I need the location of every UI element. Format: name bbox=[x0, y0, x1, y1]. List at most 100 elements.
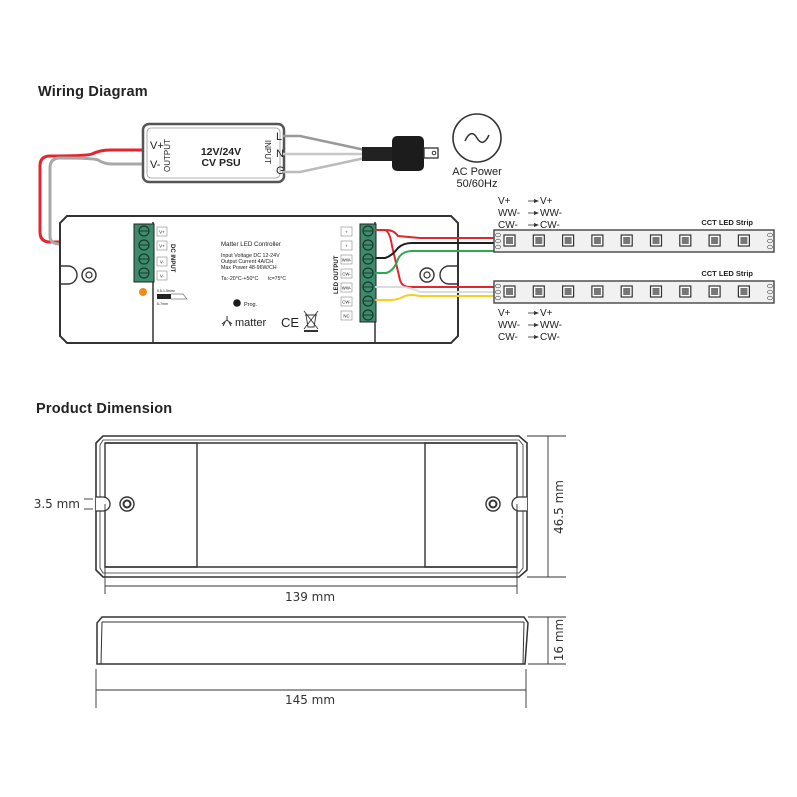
led-chip-icon bbox=[708, 285, 721, 298]
terminal-screw-icon bbox=[362, 267, 374, 279]
terminal-screw-icon bbox=[362, 309, 374, 321]
led-chip-icon bbox=[737, 234, 751, 247]
ac-plug-icon bbox=[392, 136, 439, 171]
strip-map-source: V+ bbox=[498, 196, 511, 207]
strip-map-target: CW- bbox=[540, 332, 560, 343]
led-chip-icon bbox=[503, 234, 516, 247]
strip-map-source: CW- bbox=[498, 332, 518, 343]
svg-text:+: + bbox=[345, 230, 348, 235]
dc-input-terminal-label: V- bbox=[156, 270, 168, 281]
terminal-screw-icon bbox=[138, 253, 150, 265]
controller-temp-range: Ta:-20°C-+50°C bbox=[221, 276, 259, 282]
led-chip-icon bbox=[591, 234, 604, 247]
svg-text:+: + bbox=[345, 244, 348, 249]
led-chip-icon bbox=[591, 285, 604, 298]
dim-hole-label: 3.5 mm bbox=[34, 497, 80, 511]
strip-map-source: WW- bbox=[498, 208, 520, 219]
prog-button[interactable] bbox=[233, 299, 241, 307]
psu-box: V+ V- OUTPUT 12V/24V CV PSU INPUT L N G bbox=[141, 122, 286, 184]
strip-map-source: V+ bbox=[498, 308, 511, 319]
psu-title-line1: 12V/24V bbox=[201, 146, 241, 158]
svg-text:CW-: CW- bbox=[342, 300, 351, 305]
led-chip-icon bbox=[561, 234, 575, 247]
weee-bin-icon bbox=[303, 310, 319, 332]
input-terminal-block bbox=[133, 223, 155, 283]
psu-L-label: L bbox=[276, 131, 282, 143]
dim-thickness-label: 16 mm bbox=[552, 619, 566, 661]
led-chip-icon bbox=[620, 234, 633, 247]
ce-mark: CE bbox=[281, 315, 299, 330]
gauge-bottom-label: 6-7mm bbox=[157, 302, 168, 306]
psu-output-label: OUTPUT bbox=[163, 139, 172, 172]
led-output-label: LED OUTPUT bbox=[334, 255, 340, 294]
dimension-side-view bbox=[95, 616, 566, 708]
led-output-terminal-label: WW- bbox=[340, 254, 353, 265]
terminal-screw-icon bbox=[362, 239, 374, 251]
svg-text:WW-: WW- bbox=[342, 258, 352, 263]
dim-height-label: 46.5 mm bbox=[552, 480, 566, 534]
psu-N-label: N bbox=[276, 148, 284, 160]
ac-power-label-line2: 50/60Hz bbox=[457, 178, 498, 190]
matter-logo-icon bbox=[221, 316, 233, 327]
led-chip-icon bbox=[532, 234, 545, 247]
led-chip-icon bbox=[708, 234, 721, 247]
strip-label: CCT LED Strip bbox=[701, 269, 753, 278]
led-output-terminal-label: CW- bbox=[340, 296, 353, 307]
psu-G-label: G bbox=[276, 165, 285, 177]
led-chip-icon bbox=[649, 234, 663, 247]
controller-spec-voltage: Input Voltage DC 12-24V bbox=[221, 253, 280, 259]
strip-map-target: CW- bbox=[540, 220, 560, 231]
strip-map-source: CW- bbox=[498, 220, 518, 231]
led-chip-icon bbox=[532, 285, 545, 298]
led-output-terminal-label: WW- bbox=[340, 282, 353, 293]
product-dimension-title: Product Dimension bbox=[36, 401, 173, 417]
led-chip-icon bbox=[679, 234, 692, 247]
terminal-screw-icon bbox=[138, 239, 150, 251]
terminal-screw-icon bbox=[362, 225, 374, 237]
dim-total-length-label: 145 mm bbox=[285, 693, 335, 707]
prog-label: Prog. bbox=[244, 302, 258, 308]
svg-text:V-: V- bbox=[160, 274, 165, 279]
led-output-terminal-label: + bbox=[340, 226, 353, 237]
dimension-top-view bbox=[84, 435, 566, 594]
terminal-screw-icon bbox=[362, 281, 374, 293]
strip-label: CCT LED Strip bbox=[701, 218, 753, 227]
svg-text:V+: V+ bbox=[159, 244, 165, 249]
strip-map-source: WW- bbox=[498, 320, 520, 331]
svg-text:V-: V- bbox=[160, 260, 165, 265]
output-terminal-block bbox=[359, 223, 377, 323]
terminal-screw-icon bbox=[362, 253, 374, 265]
svg-text:CW-: CW- bbox=[342, 272, 351, 277]
output-wires bbox=[375, 229, 497, 301]
wire-positive bbox=[38, 148, 147, 244]
controller-spec-current: Output Current 4A/CH bbox=[221, 259, 273, 265]
psu-vplus-label: V+ bbox=[150, 140, 164, 152]
dc-input-terminal-label: V+ bbox=[156, 240, 168, 251]
ac-cable bbox=[282, 134, 396, 174]
controller-tc: tc=75°C bbox=[268, 276, 286, 282]
led-output-terminal-label: NC bbox=[340, 310, 353, 321]
psu-input-label: INPUT bbox=[263, 140, 272, 164]
terminal-screw-icon bbox=[362, 295, 374, 307]
led-chip-icon bbox=[737, 285, 751, 298]
matter-brand: matter bbox=[235, 317, 267, 329]
strip-map-target: V+ bbox=[540, 308, 553, 319]
controller-spec-power: Max Power 48-96W/CH bbox=[221, 265, 277, 271]
led-output-terminal-label: CW- bbox=[340, 268, 353, 279]
dc-input-terminal-label: V- bbox=[156, 256, 168, 267]
dim-inner-length-label: 139 mm bbox=[285, 590, 335, 604]
dc-input-terminal-label: V+ bbox=[156, 226, 168, 237]
led-chip-icon bbox=[620, 285, 633, 298]
led-chip-icon bbox=[503, 285, 516, 298]
led-chip-icon bbox=[679, 285, 692, 298]
led-chip-icon bbox=[561, 285, 575, 298]
strip-map-target: WW- bbox=[540, 320, 562, 331]
wiring-diagram-title: Wiring Diagram bbox=[38, 84, 148, 100]
terminal-screw-icon bbox=[138, 267, 150, 279]
led-chip-icon bbox=[649, 285, 663, 298]
controller-name: Matter LED Controller bbox=[221, 241, 281, 248]
